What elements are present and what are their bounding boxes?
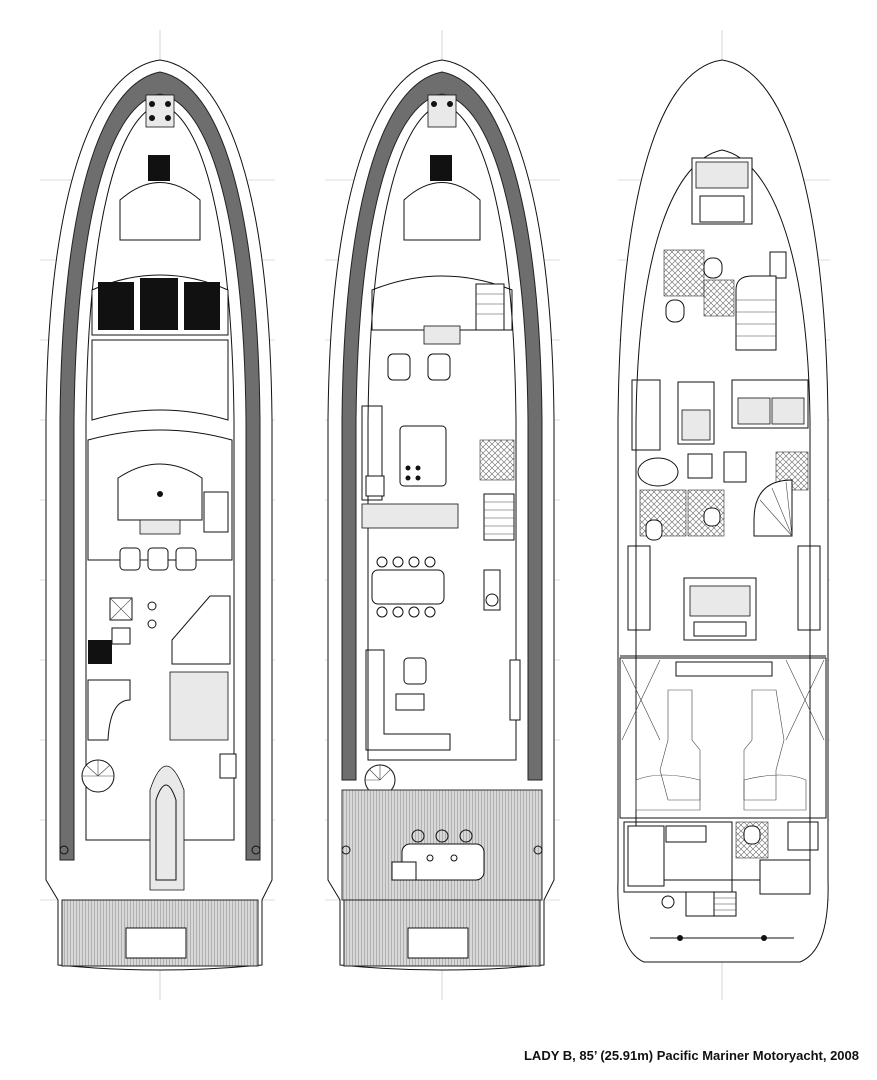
bow-hatch: [148, 155, 170, 181]
main-deck-tile-floor: [479, 439, 515, 481]
main-stairs: [483, 493, 515, 541]
lower-mid-spiral-stair: [753, 479, 793, 537]
windshield-panel-2: [140, 278, 178, 330]
lower-deck-view: [617, 30, 830, 1000]
drawing-caption: LADY B, 85’ (25.91m) Pacific Mariner Mot…: [523, 1048, 859, 1063]
flybridge-spiral-stair: [81, 759, 115, 793]
dining-table-set: [371, 556, 445, 618]
flybridge-side-deck: [59, 71, 261, 861]
main-bow-hatch: [430, 155, 452, 181]
crew-quarters: [623, 821, 819, 917]
windshield-panel-1: [98, 282, 134, 330]
windshield-panel-3: [184, 282, 220, 330]
flybridge-view: [40, 30, 275, 1000]
salon-chair: [403, 657, 427, 685]
master-tub: [637, 457, 679, 487]
master-stateroom-bed: [683, 577, 757, 641]
forward-stateroom-bed: [691, 157, 753, 225]
main-deck-side-walk: [341, 71, 543, 781]
lower-forward-stair: [735, 275, 777, 351]
main-helm-console: [423, 325, 461, 345]
flybridge-grill: [88, 640, 112, 664]
deck-plan-drawing: [40, 30, 830, 1000]
starboard-engine: [743, 689, 785, 801]
engine-room: [619, 657, 827, 819]
galley-island: [399, 425, 447, 487]
helm-chairs: [119, 547, 197, 571]
tender-boat: [149, 765, 185, 891]
main-deck-view: [325, 30, 560, 1000]
